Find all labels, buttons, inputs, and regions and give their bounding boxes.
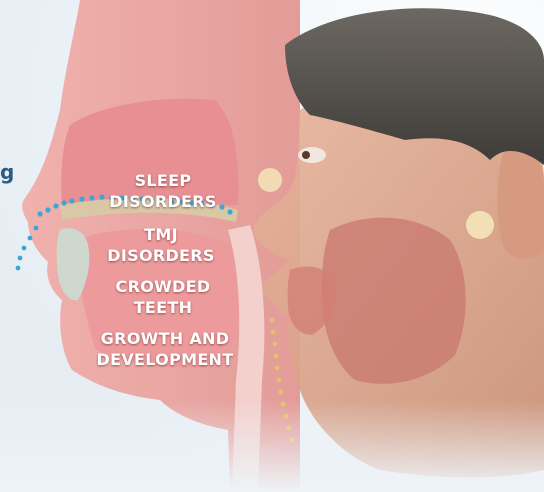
ear [498, 147, 544, 259]
label-tmj-disorders: TMJ DISORDERS [88, 224, 234, 266]
label-growth-and-development: GROWTH AND DEVELOPMENT [96, 328, 234, 370]
label-growth-line2: DEVELOPMENT [96, 349, 234, 370]
cropped-edge-text: g [0, 160, 14, 184]
label-sleep-disorders: SLEEP DISORDERS [80, 170, 246, 212]
label-growth-line1: GROWTH AND [96, 328, 234, 349]
bottom-fade [0, 400, 544, 492]
tmj-joint-back [258, 168, 282, 192]
jaw-muscles [322, 218, 466, 384]
tmj-joint [466, 211, 494, 239]
label-crowded-teeth: CROWDED TEETH [84, 276, 242, 318]
eye-pupil [302, 151, 310, 159]
